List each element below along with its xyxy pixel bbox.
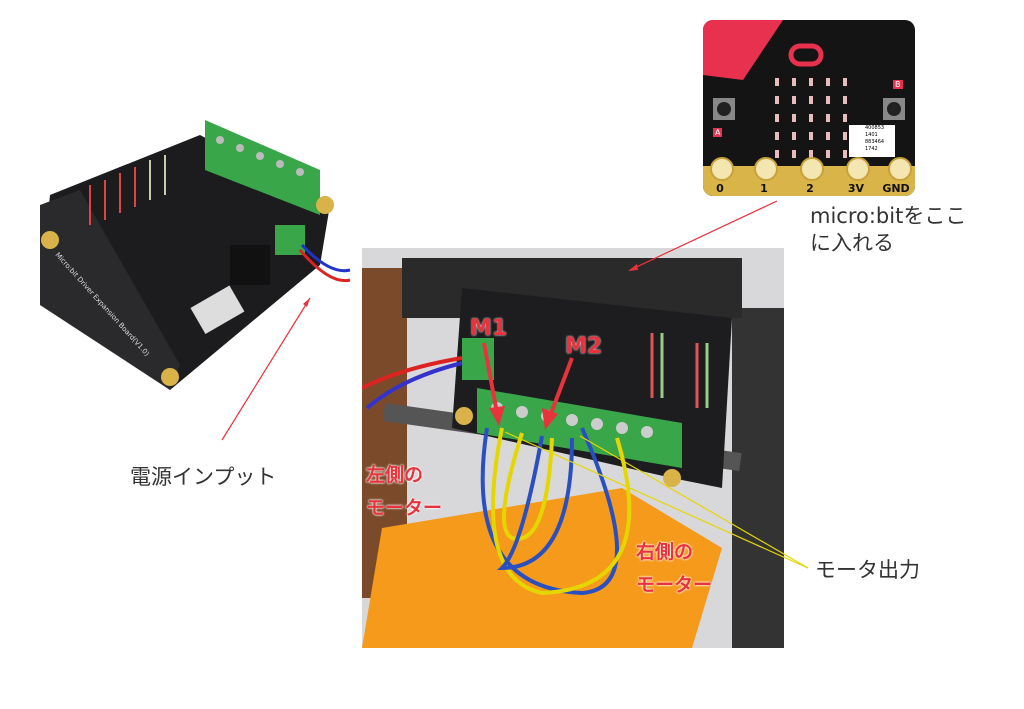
pin-2-pad — [800, 157, 824, 181]
button-a-label: A — [713, 128, 723, 137]
pin-label: 2 — [806, 182, 814, 195]
motor-output-label: モータ出力 — [815, 558, 920, 582]
robot-photo: M1 M2 左側の モーター 右側の モーター — [362, 248, 784, 648]
pin-label: 0 — [716, 182, 724, 195]
pin-1-pad — [754, 157, 778, 181]
microbit-insert-line1: micro:bitをここ — [810, 204, 967, 228]
pin-3v-pad — [846, 157, 870, 181]
left-motor-label-line1: 左側の — [366, 464, 424, 486]
pin-label: 3V — [847, 182, 865, 195]
microbit-insert-line2: に入れる — [810, 231, 894, 255]
m2-label: M2 — [565, 334, 603, 359]
expansion-board-photo: Micro:bit Driver Expansion Board(V1.0) — [30, 115, 360, 395]
m1-label: M1 — [470, 316, 508, 341]
right-motor-label-line1: 右側の — [636, 541, 694, 563]
power-input-label: 電源インプット — [130, 465, 277, 489]
pin-label: 1 — [760, 182, 768, 195]
pin-label: GND — [882, 182, 910, 195]
pin-0-pad — [710, 157, 734, 181]
right-motor-label-line2: モーター — [636, 574, 713, 596]
sticker-line: 1742 — [865, 146, 878, 152]
microbit-insert-label: micro:bitをここ に入れる — [810, 203, 966, 257]
pin-gnd-pad — [888, 157, 912, 181]
left-motor-label-line2: モーター — [366, 497, 443, 519]
microbit-image: A B 400853 1401 883464 1742 0 1 2 3V GND — [703, 20, 915, 196]
serial-sticker: 400853 1401 883464 1742 — [849, 125, 895, 157]
sticker-line: 1401 — [865, 132, 878, 138]
right-motor-label: 右側の モーター — [636, 540, 712, 598]
left-motor-label: 左側の モーター — [366, 463, 442, 521]
sticker-line: 400853 — [865, 125, 885, 131]
button-b-label: B — [893, 80, 903, 89]
sticker-line: 883464 — [865, 139, 885, 145]
